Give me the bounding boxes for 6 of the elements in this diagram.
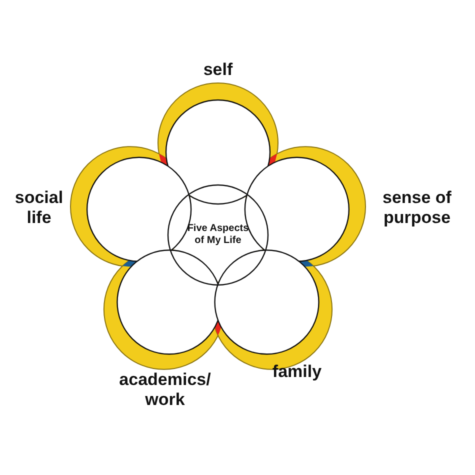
aspect-label: self: [188, 60, 248, 80]
center-label: Five Aspects of My Life: [186, 223, 250, 247]
aspect-label: social life: [8, 188, 70, 228]
aspect-label: family: [262, 362, 332, 382]
aspect-label: academics/ work: [110, 370, 220, 410]
aspect-label: sense of purpose: [372, 188, 462, 228]
